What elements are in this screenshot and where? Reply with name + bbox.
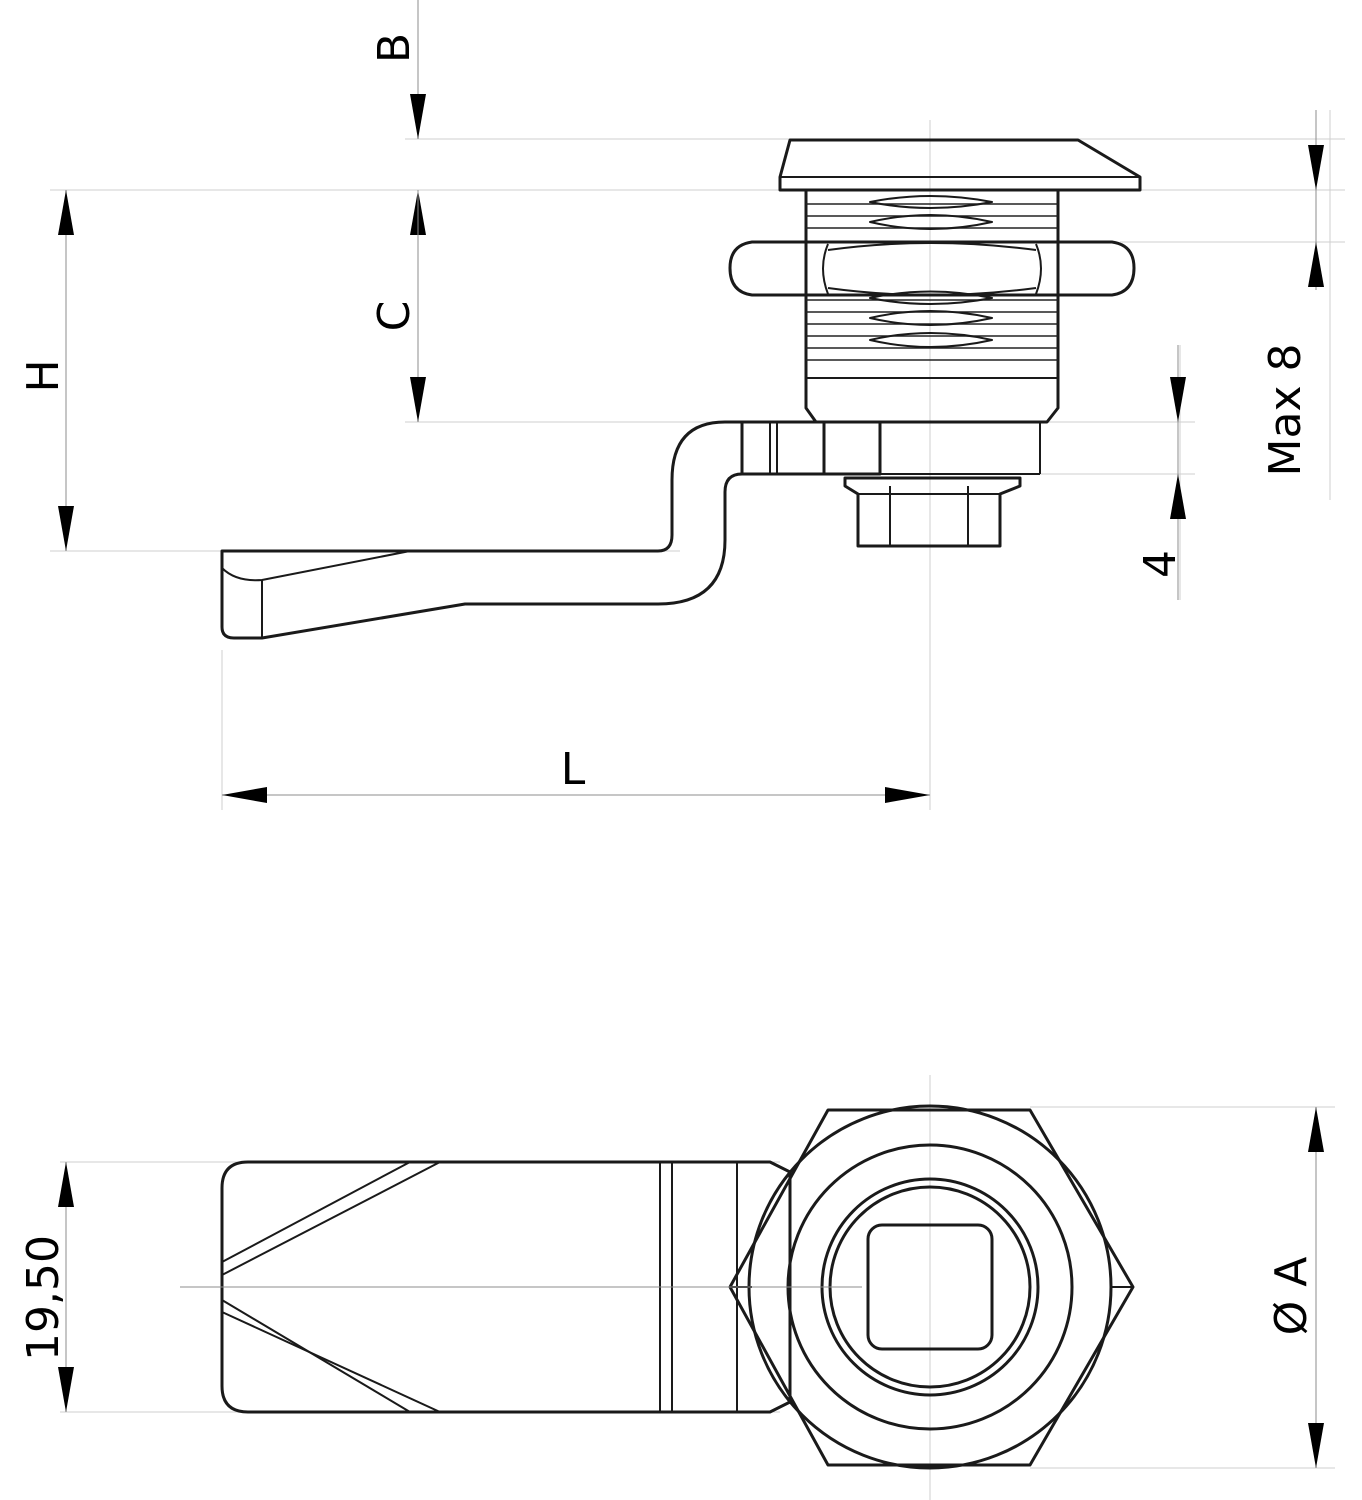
label-l: L [561,744,586,795]
lock-body [804,188,1060,424]
hex-nut [728,240,1136,297]
label-h: H [18,359,69,392]
label-max8: Max 8 [1260,344,1311,477]
retaining-nut [843,476,1022,548]
dimensions [58,0,1324,1468]
side-view [220,138,1142,640]
lock-head [778,138,1142,192]
top-view [180,1104,1135,1470]
extension-lines [50,110,1345,1500]
lever-arm [220,420,744,640]
label-c: C [369,301,420,332]
label-diameter: Ø A [1266,1257,1317,1336]
thread-lines [806,203,1058,361]
label-width: 19,50 [18,1235,69,1361]
label-four: 4 [1135,550,1186,578]
square-drive [866,1223,994,1351]
label-b: B [369,33,420,63]
thread-crests [869,195,993,348]
lever-plate [220,1160,792,1414]
